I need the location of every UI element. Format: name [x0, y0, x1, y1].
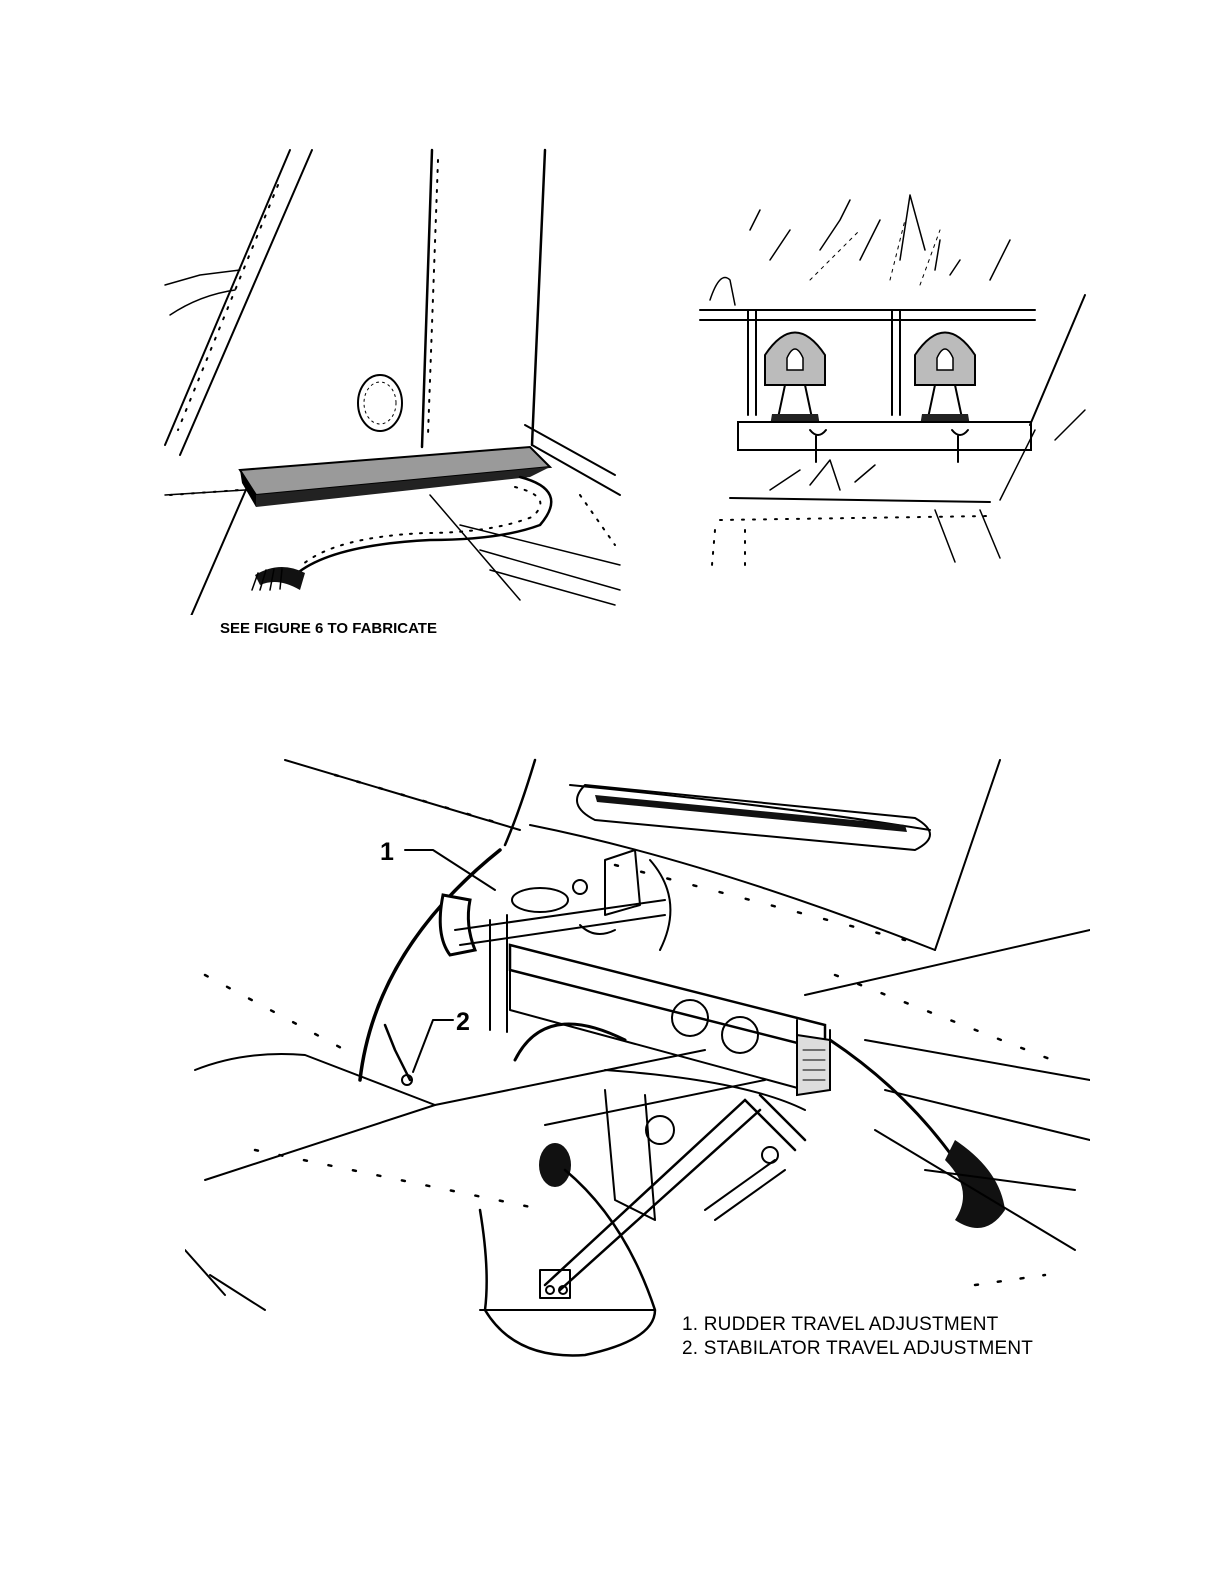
figure-top-left: [160, 145, 630, 615]
legend-item-rudder: 1. RUDDER TRAVEL ADJUSTMENT: [682, 1313, 1033, 1337]
leader-label-1: 1: [380, 838, 394, 867]
rudder-pedals-illustration: [690, 190, 1090, 570]
legend: 1. RUDDER TRAVEL ADJUSTMENT 2. STABILATO…: [682, 1313, 1033, 1361]
leader-label-2: 2: [456, 1008, 470, 1037]
legend-item-stabilator: 2. STABILATOR TRAVEL ADJUSTMENT: [682, 1337, 1033, 1361]
rudder-pedal-shim-illustration: [160, 145, 630, 615]
travel-adjustment-illustration: [185, 750, 1090, 1370]
callout-see-figure: SEE FIGURE 6 TO FABRICATE: [220, 620, 437, 637]
figure-top-right: [690, 190, 1090, 570]
figure-bottom: [185, 750, 1090, 1370]
